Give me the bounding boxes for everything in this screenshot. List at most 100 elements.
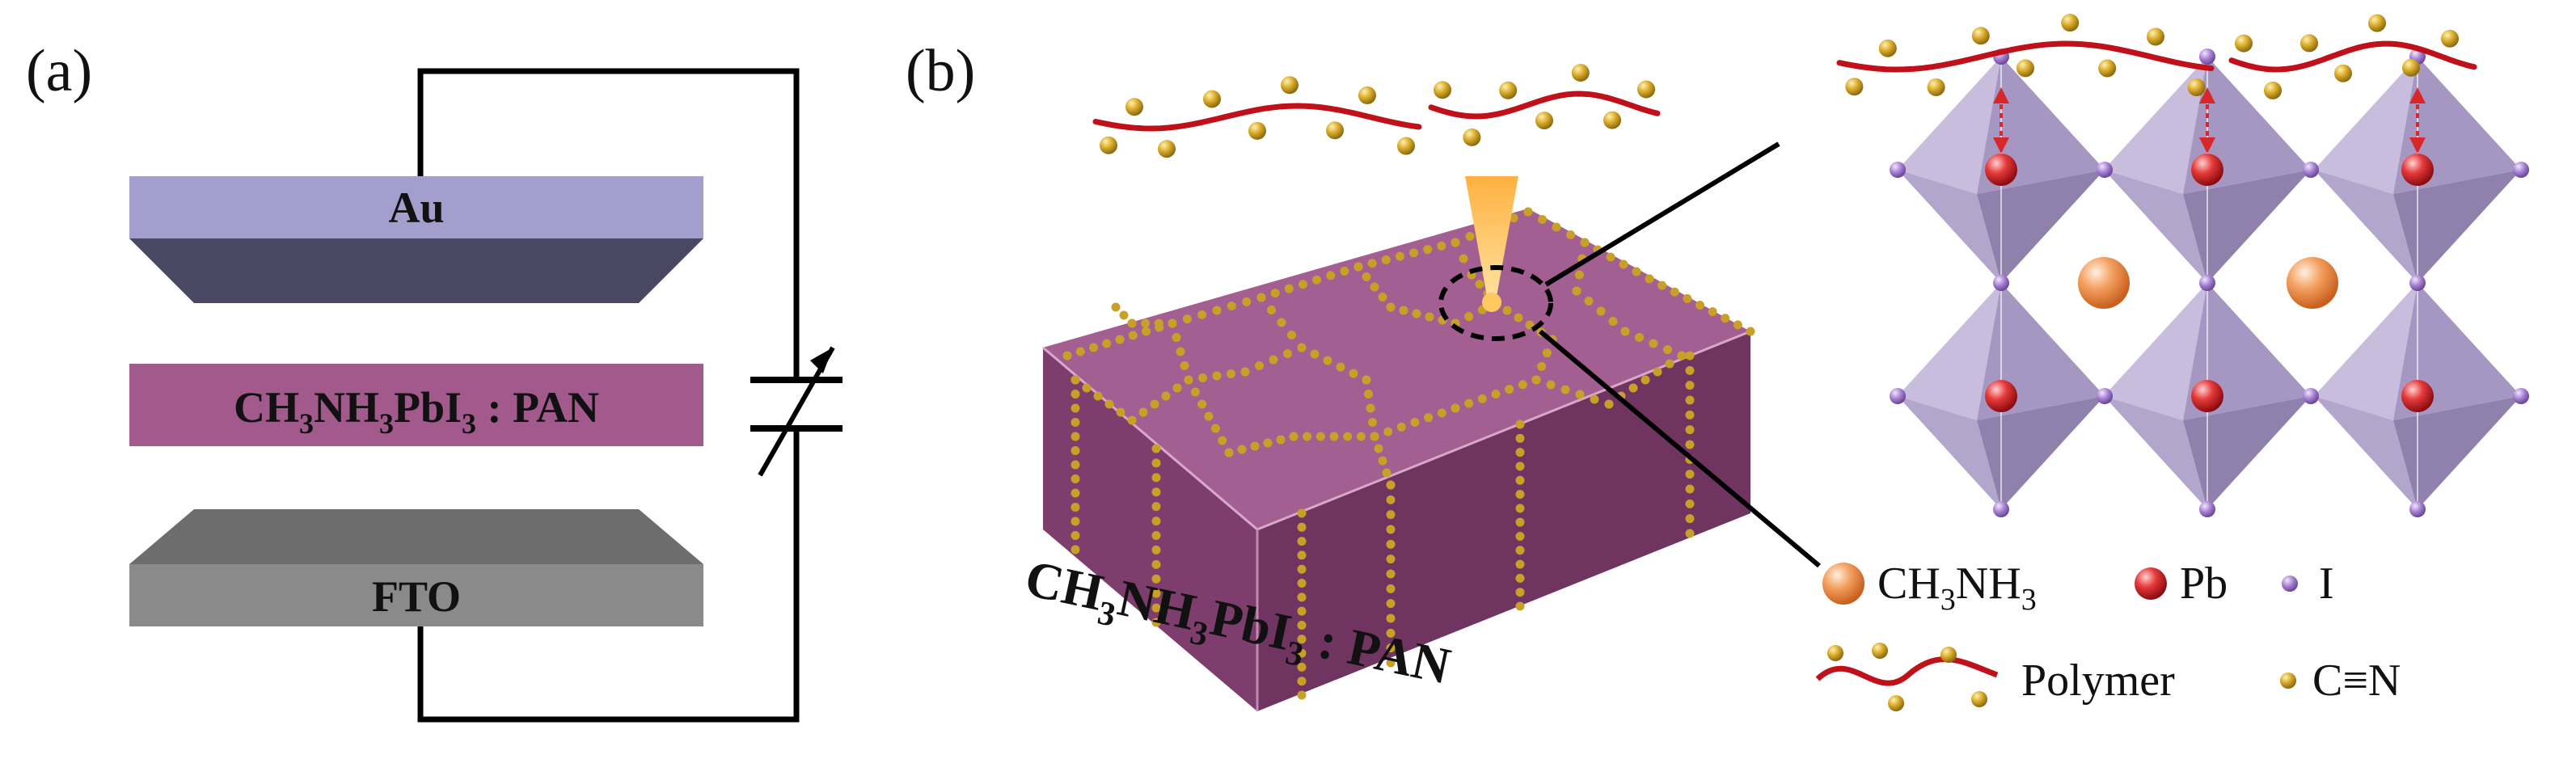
grain-dot [1289,432,1299,441]
grain-dot [1089,343,1098,352]
pb-ion [1985,154,2017,186]
cn-bead [1971,27,1990,45]
iodine-ion [2199,275,2215,291]
octahedron-face [2314,57,2418,194]
grain-dot [1151,444,1161,453]
cn-legend-icon [2280,673,2296,689]
grain-dot [1515,531,1525,541]
grain-dot [1283,349,1292,358]
cn-bead [1845,78,1864,96]
cn-bead [1203,90,1221,108]
grain-dot [1071,545,1080,554]
iodine-ion [1890,162,1906,178]
grain-dot [1340,266,1349,276]
grain-dot [1685,365,1695,375]
grain-dot [1566,230,1575,239]
fto-electrode: FTO [129,509,703,626]
grain-dot [1515,517,1525,527]
grain-dot [1151,588,1161,598]
grain-dot [1505,385,1514,394]
octahedron-face [1898,57,2001,194]
grain-dot [1685,470,1695,479]
grain-dot [1362,272,1371,281]
cn-bead [2300,34,2318,53]
grain-dot [1104,399,1114,409]
pb-legend-label: Pb [2180,559,2228,609]
cn-bead [1358,86,1376,104]
grain-dot [1386,525,1396,534]
grain-dot [1685,440,1695,449]
grain-dot [1297,343,1307,352]
grain-dot [1509,213,1518,223]
grain-dot [1212,371,1222,381]
grain-dot [1071,474,1080,483]
grain-dot [1182,314,1192,324]
film-right-face [1257,331,1750,711]
grain-dot [1151,487,1161,497]
grain-dot [1093,391,1103,401]
cn-bead [2368,14,2386,32]
grain-dot [1138,407,1148,417]
grain-dot [1062,351,1072,361]
grain-dot [1641,375,1650,385]
polymer-chain [1092,76,1422,158]
grain-dot [1326,271,1336,280]
grain-dot [1297,522,1307,532]
grain-dot [1297,648,1307,658]
iodine-ion [1890,388,1906,404]
grain-dot [1396,422,1406,432]
iodine-ion [2513,388,2529,404]
iodine-ion [2303,162,2319,178]
polymer-legend-icon [1815,643,1999,711]
grain-dot [1297,564,1307,574]
grain-dot [1620,327,1630,336]
active-layer: CH3NH3PbI3 : PAN [129,364,703,446]
grain-dot [1437,241,1446,251]
grain-dot [1653,367,1662,377]
cn-bead [1535,112,1553,130]
grain-dot [1151,473,1161,483]
iodine-ion [2409,501,2426,517]
grain-dot [1141,318,1151,328]
grain-dot [1270,289,1280,298]
ch3nh3-legend-icon [1822,563,1864,605]
grain-dot [1197,310,1207,319]
grain-dot [1297,677,1307,686]
grain-dot [1315,432,1325,441]
grain-dot [1237,445,1247,454]
grain-dot [1224,448,1234,458]
grain-dot [1154,318,1163,328]
grain-dot [1353,262,1363,272]
octahedron [1898,283,2105,509]
grain-dot [1349,369,1358,378]
grain-dot [1071,488,1080,498]
cn-bead [1878,39,1897,57]
cn-bead [2098,59,2117,78]
grain-dot [1303,432,1312,441]
grain-dot [1459,254,1468,264]
grain-dot [1310,349,1320,359]
grain-dot [1590,394,1599,404]
grain-dot [1368,418,1377,427]
floating-polymer-chains [1092,64,1661,158]
grain-dot [1071,432,1080,441]
grain-dot [1151,559,1161,569]
grain-dot [1685,395,1695,405]
grain-dot [1685,499,1695,508]
circuit-wire [417,68,800,723]
grain-dot [1733,320,1742,330]
grain-dot [1329,432,1339,441]
grain-dot [1502,306,1512,315]
octahedron [2314,283,2521,509]
grain-dot [1382,468,1391,478]
grain-dot [1721,314,1730,323]
grain-dot [1297,662,1307,672]
octahedron-face [1898,283,2001,420]
grain-dot [1606,252,1615,262]
grain-dot [1685,381,1695,390]
cn-bead [1158,140,1176,158]
grain-dot [1746,327,1755,336]
fto-label: FTO [372,572,461,621]
cn-bead [1125,98,1143,116]
grain-dot [1515,433,1525,443]
